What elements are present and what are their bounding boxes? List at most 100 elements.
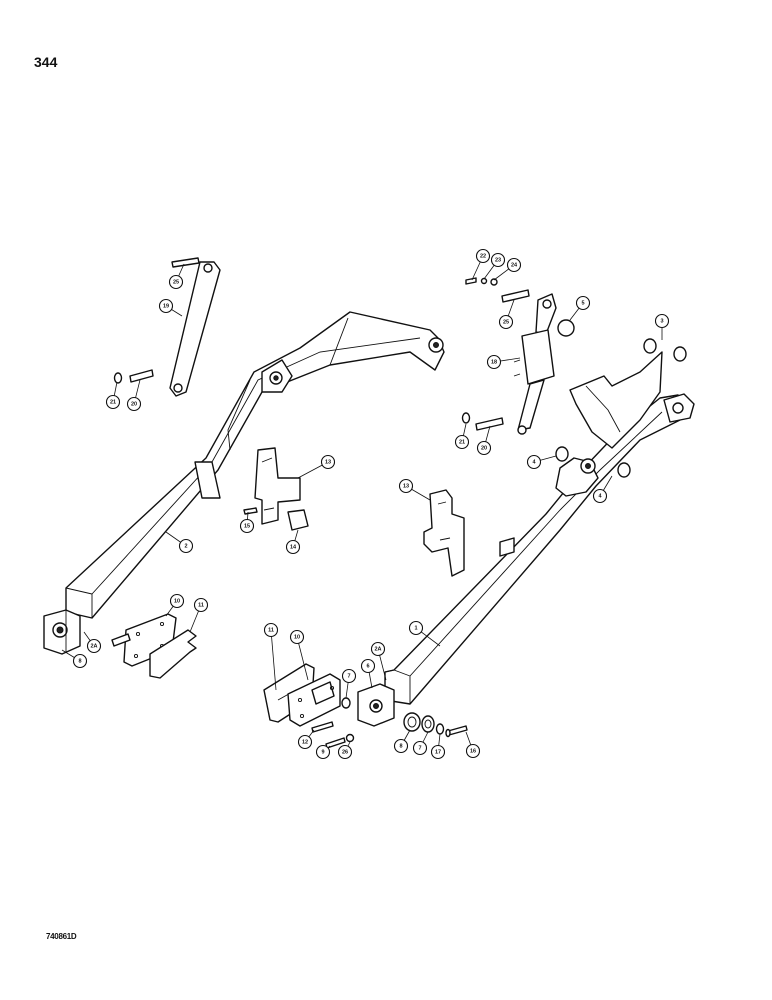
callout-circle: [72, 653, 88, 669]
left-shim: [149, 629, 197, 679]
callout-number: 5: [581, 300, 584, 306]
callout-circle: [592, 488, 608, 504]
callout-number: 9: [321, 749, 324, 755]
callout-number: 6: [366, 663, 369, 669]
callout-1: 1: [408, 620, 424, 636]
callout-number: 11: [268, 627, 274, 633]
callout-number: 14: [290, 544, 297, 550]
callout-number: 8: [399, 743, 402, 749]
callout-circle: [320, 454, 336, 470]
callout-number: 15: [244, 523, 250, 529]
callout-7-lower: 7: [412, 740, 428, 756]
callout-number: 4: [532, 459, 536, 465]
callout-number: 4: [598, 493, 602, 499]
callout-circle: [475, 248, 491, 264]
callout-13-left: 13: [320, 454, 336, 470]
callout-circle: [506, 257, 522, 273]
callout-number: 2A: [90, 643, 97, 649]
cylinder-fittings: [465, 277, 498, 286]
callout-circle: [285, 539, 301, 555]
callout-number: 12: [302, 739, 308, 745]
callout-circle: [105, 394, 121, 410]
callout-number: 13: [325, 459, 331, 465]
callout-18: 18: [486, 354, 502, 370]
cylinder-pin-upper: [501, 289, 530, 303]
callout-circle: [526, 454, 542, 470]
callout-13-right: 13: [398, 478, 414, 494]
callout-number: 10: [174, 598, 180, 604]
callout-number: 8: [78, 658, 81, 664]
callout-11-right: 11: [263, 622, 279, 638]
callout-circle: [169, 593, 185, 609]
callout-circle: [370, 641, 386, 657]
callout-2: 2: [178, 538, 194, 554]
left-link-pin-lower: [113, 369, 154, 384]
callout-circle: [654, 313, 670, 329]
callout-circle: [86, 638, 102, 654]
callout-circle: [430, 744, 446, 760]
callout-6: 6: [360, 658, 376, 674]
page-number: 344: [34, 54, 58, 70]
right-bushing: [403, 712, 421, 732]
callout-2a-right: 2A: [370, 641, 386, 657]
callout-circle: [465, 743, 481, 759]
callout-17: 17: [430, 744, 446, 760]
callout-circle: [289, 629, 305, 645]
leader-line-10-right: [296, 636, 309, 681]
leader-line-11-right: [270, 629, 277, 691]
callout-circle: [575, 295, 591, 311]
callout-number: 2: [184, 543, 187, 549]
callout-number: 3: [660, 318, 663, 324]
callout-circle: [168, 274, 184, 290]
callout-circle: [498, 314, 514, 330]
callout-number: 20: [481, 445, 487, 451]
small-washer: [341, 697, 351, 709]
left-link-pin-upper: [171, 257, 200, 268]
callout-25-left: 25: [168, 274, 184, 290]
right-bracket: [423, 489, 465, 577]
callout-22: 22: [475, 248, 491, 264]
callout-11-left: 11: [193, 597, 209, 613]
callout-circle: [454, 434, 470, 450]
callout-7-upper: 7: [341, 668, 357, 684]
callout-circle: [178, 538, 194, 554]
callout-number: 22: [480, 253, 486, 259]
left-loader-arm: [65, 311, 445, 619]
callout-20-left: 20: [126, 396, 142, 412]
callout-21-right: 21: [454, 434, 470, 450]
callout-circle: [486, 354, 502, 370]
callout-circle: [393, 738, 409, 754]
callout-4-left: 4: [526, 454, 542, 470]
callout-number: 11: [198, 602, 204, 608]
callout-number: 21: [110, 399, 116, 405]
callout-19: 19: [158, 298, 174, 314]
callout-8-right: 8: [393, 738, 409, 754]
callout-circle: [408, 620, 424, 636]
right-washers: [421, 715, 445, 735]
grease-fitting-26: [345, 733, 355, 743]
callout-12: 12: [297, 734, 313, 750]
callout-circle: [126, 396, 142, 412]
callout-5: 5: [575, 295, 591, 311]
callout-21-left: 21: [105, 394, 121, 410]
callout-circle: [341, 668, 357, 684]
callout-number: 25: [173, 279, 179, 285]
right-mount-plate: [287, 673, 341, 727]
callout-number: 7: [418, 745, 421, 751]
callout-number: 25: [503, 319, 509, 325]
callout-24: 24: [506, 257, 522, 273]
callout-circle: [476, 440, 492, 456]
callout-circle: [193, 597, 209, 613]
bolt-12: [311, 721, 334, 733]
callout-number: 20: [131, 401, 137, 407]
callout-circle: [490, 252, 506, 268]
callout-circle: [297, 734, 313, 750]
left-arm-end-block: [43, 609, 81, 655]
callout-8-left: 8: [72, 653, 88, 669]
callout-number: 1: [414, 625, 417, 631]
callout-number: 13: [403, 483, 409, 489]
callout-circle: [263, 622, 279, 638]
callout-number: 16: [470, 748, 476, 754]
